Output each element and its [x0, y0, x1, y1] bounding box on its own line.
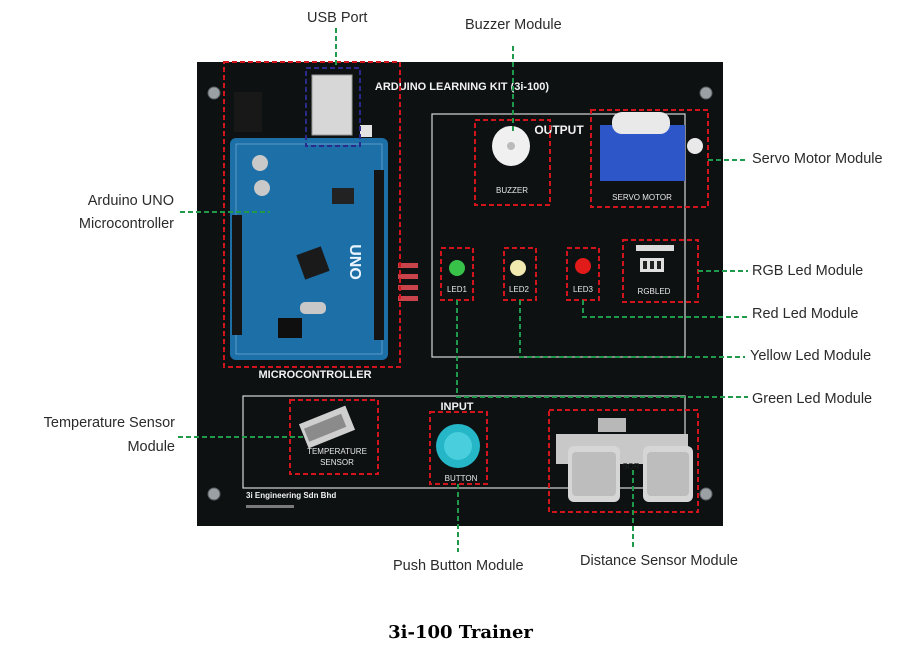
callout-servo-motor-module: Servo Motor Module — [752, 151, 883, 167]
distance-sensor: SOR — [556, 418, 693, 502]
output-panel — [431, 113, 686, 358]
figure-caption: 3i-100 Trainer — [388, 622, 533, 643]
highlight-usb — [305, 67, 361, 147]
output-label: OUTPUT — [534, 123, 584, 137]
led3-label: LED3 — [573, 285, 594, 294]
leader-green — [456, 300, 748, 398]
rgb-led: RGBLED — [636, 245, 674, 296]
callout-buzzer-module: Buzzer Module — [465, 17, 562, 33]
led1-label: LED1 — [447, 285, 468, 294]
highlight-arduino — [223, 61, 401, 368]
highlight-servo — [590, 109, 709, 208]
callout-push-button-module: Push Button Module — [393, 558, 524, 574]
temperature-sensor: TEMPERATURE SENSOR — [298, 405, 367, 467]
callout-yellow-led-module: Yellow Led Module — [750, 348, 872, 364]
callout-temperature-line1: Temperature Sensor — [43, 415, 175, 431]
leader-red — [582, 300, 748, 318]
callout-distance-sensor-module: Distance Sensor Module — [580, 553, 738, 569]
callout-red-led-module: Red Led Module — [752, 306, 859, 322]
buzzer: BUZZER — [492, 126, 530, 195]
servo-motor: SERVO MOTOR — [600, 112, 703, 202]
kit-title: ARDUINO LEARNING KIT (3i-100) — [375, 81, 550, 93]
servo-label: SERVO MOTOR — [612, 193, 672, 202]
temperature-label-1: TEMPERATURE — [307, 447, 367, 456]
buzzer-label: BUZZER — [496, 186, 528, 195]
jumper-leds — [398, 263, 418, 301]
company-label: 3i Engineering Sdn Bhd — [246, 491, 336, 500]
highlight-temperature — [289, 399, 379, 475]
arduino-uno-board: UNO — [230, 74, 388, 360]
led2: LED2 — [509, 260, 530, 294]
microcontroller-label: MICROCONTROLLER — [258, 369, 371, 381]
leader-yellow — [519, 300, 745, 358]
callout-arduino-uno-line1: Arduino UNO — [87, 193, 174, 209]
callout-green-led-module: Green Led Module — [752, 391, 873, 407]
rgbled-label: RGBLED — [638, 287, 671, 296]
leader-lines — [178, 28, 748, 552]
screws — [207, 86, 713, 501]
uno-text: UNO — [346, 244, 363, 280]
highlight-button — [429, 411, 488, 485]
highlight-distance — [548, 409, 699, 513]
led3: LED3 — [573, 258, 594, 294]
input-label: INPUT — [441, 401, 474, 413]
led1: LED1 — [447, 260, 468, 294]
push-button: BUTTON — [436, 424, 480, 483]
temperature-label-2: SENSOR — [320, 458, 354, 467]
callout-usb-port: USB Port — [307, 10, 368, 26]
led2-label: LED2 — [509, 285, 530, 294]
callout-rgb-led-module: RGB Led Module — [752, 263, 864, 279]
sensor-label: SOR — [622, 462, 640, 471]
small-print — [246, 505, 294, 508]
button-label: BUTTON — [445, 474, 478, 483]
highlight-boxes — [223, 61, 709, 513]
callout-arduino-uno-line2: Microcontroller — [78, 216, 174, 232]
callout-temperature-line2: Module — [127, 439, 175, 455]
